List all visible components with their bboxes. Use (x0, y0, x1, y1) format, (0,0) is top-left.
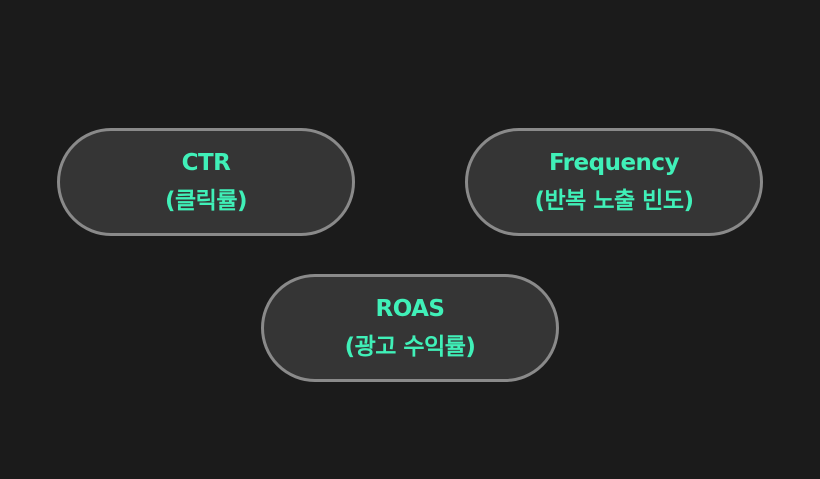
metric-node-subtitle: (클릭률) (164, 188, 248, 214)
metric-node-title: Frequency (548, 150, 680, 176)
metric-node-subtitle: (반복 노출 빈도) (534, 188, 695, 214)
metric-node-ctr: CTR (클릭률) (57, 128, 355, 236)
metric-node-roas: ROAS (광고 수익률) (261, 274, 559, 382)
metric-node-title: ROAS (375, 296, 445, 322)
metric-node-subtitle: (광고 수익률) (344, 334, 476, 360)
metric-node-title: CTR (181, 150, 231, 176)
metric-node-frequency: Frequency (반복 노출 빈도) (465, 128, 763, 236)
